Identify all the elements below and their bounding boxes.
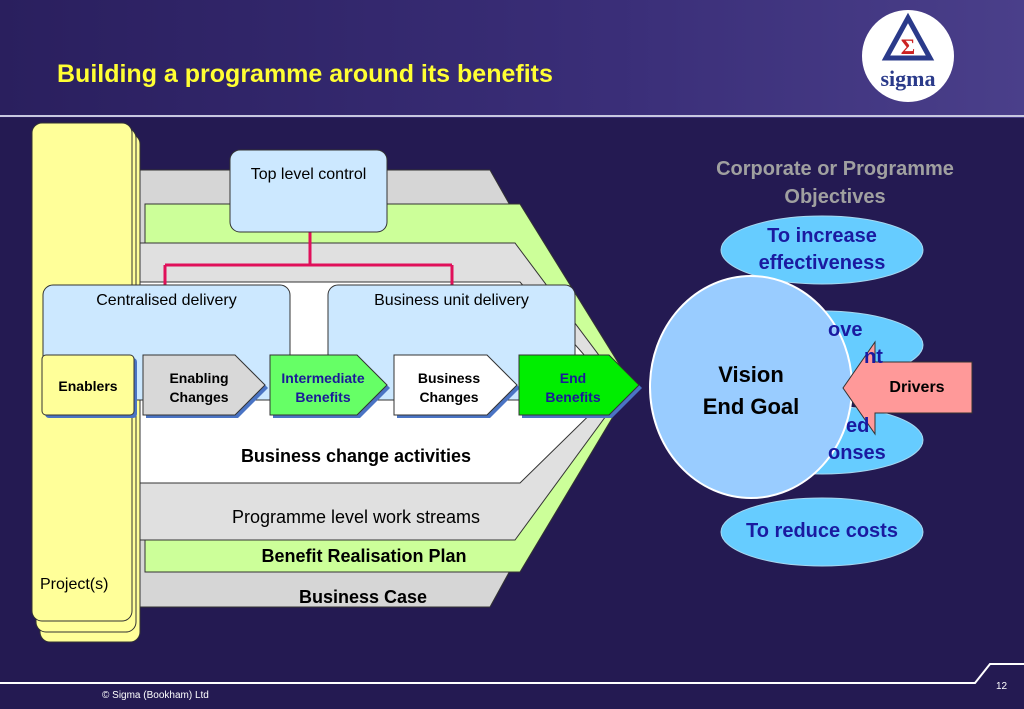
drivers-arrow [842, 340, 973, 436]
objective-2-line2: nt [864, 346, 883, 368]
end-benefits-label: End Benefits [519, 369, 627, 407]
intermediate-benefits-line1: Intermediate [281, 370, 365, 386]
enabling-changes-line2: Changes [169, 389, 229, 405]
enablers-label: Enablers [58, 378, 118, 394]
objective-3-line1: ed [846, 415, 870, 437]
intermediate-benefits-arrow [269, 354, 388, 416]
business-change-activities-label: Business change activities [240, 446, 472, 466]
vision-text: Vision End Goal [650, 359, 852, 423]
objectives-heading-line2: Objectives [784, 186, 886, 208]
objective-1-line2: effectiveness [758, 252, 886, 274]
work-streams-label: Programme level work streams [231, 507, 481, 527]
vision-line2: End Goal [702, 394, 800, 419]
intermediate-benefits-label: Intermediate Benefits [266, 369, 380, 407]
sigma-symbol: Σ [901, 34, 915, 59]
business-changes-line2: Changes [419, 389, 479, 405]
business-unit-delivery-label: Business unit delivery [374, 292, 529, 309]
objective-2-text: ove nt [828, 317, 883, 371]
top-level-control-box [229, 149, 388, 233]
enabling-changes-line1: Enabling [169, 370, 229, 386]
header-band [0, 0, 1024, 118]
drivers-label: Drivers [889, 379, 945, 396]
page-number: 12 [996, 681, 1008, 692]
top-level-control-label: Top level control [250, 166, 367, 183]
intermediate-benefits-line2: Benefits [295, 389, 351, 405]
objective-3-line2: onses [828, 442, 886, 464]
header-rule [0, 115, 1024, 117]
centralised-delivery-label: Centralised delivery [96, 292, 237, 309]
objective-3-text: ed onses [828, 413, 886, 467]
objective-4-text: To reduce costs [746, 520, 898, 542]
objectives-heading: Corporate or Programme Objectives [680, 155, 990, 211]
end-benefits-arrow [518, 354, 640, 416]
page-title: Building a programme around its benefits [57, 60, 553, 88]
objective-1-line1: To increase [767, 225, 877, 247]
sigma-triangle-icon: Σ [881, 12, 935, 61]
copyright: © Sigma (Bookham) Ltd [102, 690, 209, 701]
footer-rule [0, 663, 1024, 684]
projects-label: Project(s) [40, 576, 109, 593]
objective-oval-1 [720, 215, 924, 285]
business-changes-label: Business Changes [394, 369, 504, 407]
business-changes-line1: Business [417, 370, 481, 386]
benefit-realisation-plan-label: Benefit Realisation Plan [261, 546, 467, 566]
logo-text: sigma [880, 66, 936, 91]
enabling-changes-label: Enabling Changes [143, 369, 255, 407]
enabling-changes-arrow [142, 354, 266, 416]
business-case-label: Business Case [298, 587, 428, 607]
end-benefits-line2: Benefits [545, 389, 601, 405]
business-changes-arrow [393, 354, 518, 416]
objectives-heading-line1: Corporate or Programme [716, 158, 954, 180]
vision-line1: Vision [718, 362, 784, 387]
enablers-box [41, 354, 135, 416]
objective-1-text: To increase effectiveness [721, 223, 923, 277]
sigma-logo: Σ sigma [862, 10, 954, 102]
end-benefits-line1: End [559, 370, 587, 386]
objective-2-line1: ove [828, 319, 863, 341]
objective-oval-4 [720, 497, 924, 567]
